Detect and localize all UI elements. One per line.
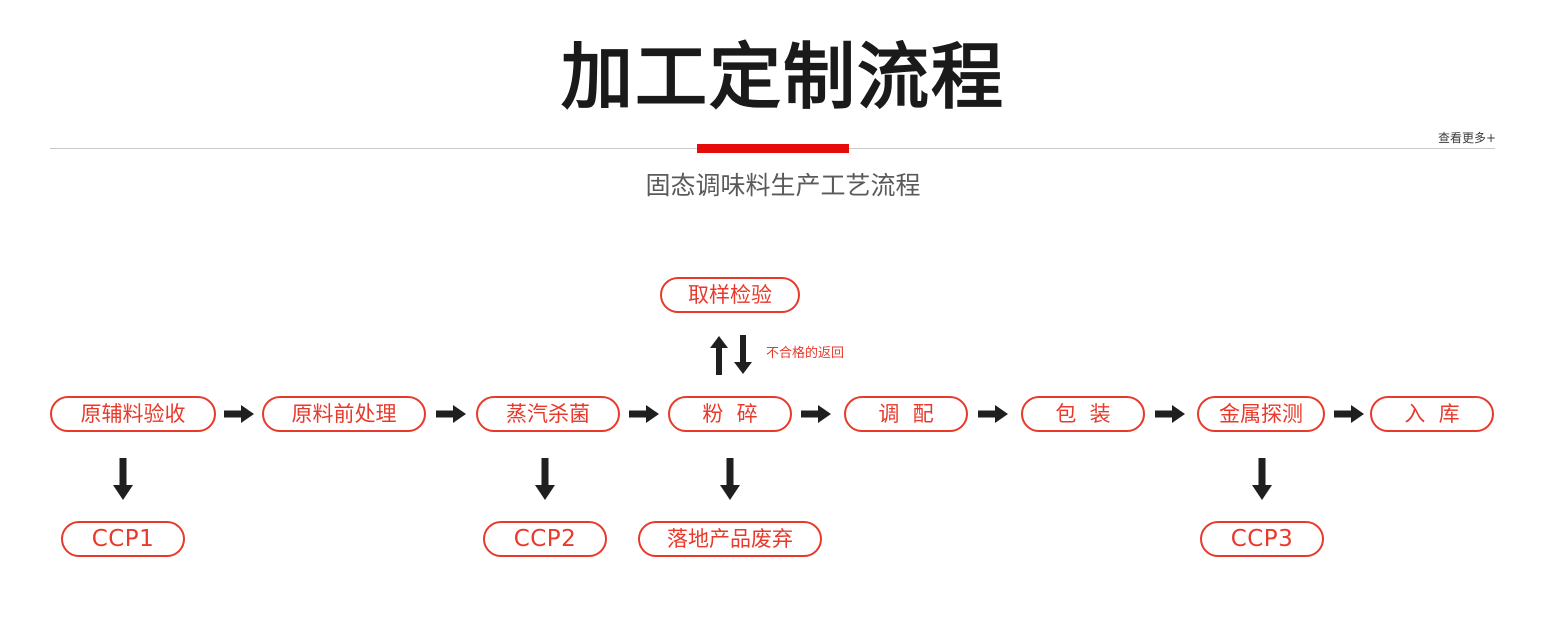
flow-node-raw-material-pretreatment[interactable]: 原料前处理	[262, 396, 426, 432]
page-subtitle: 固态调味料生产工艺流程	[645, 173, 921, 200]
arrow-n3-n4	[629, 404, 659, 424]
process-flow-diagram: 取样检验 不合格的返回 原辅料验收 原料前处理 蒸汽杀菌 粉 碎 调	[0, 215, 1566, 634]
arrow-n3-ccp2	[535, 458, 555, 500]
flow-node-grinding[interactable]: 粉 碎	[668, 396, 792, 432]
flow-node-sampling-inspection[interactable]: 取样检验	[660, 277, 800, 313]
arrow-right-icon	[801, 405, 831, 423]
flow-node-steam-sterilization[interactable]: 蒸汽杀菌	[476, 396, 620, 432]
arrow-n6-n7	[1155, 404, 1185, 424]
arrow-right-icon	[978, 405, 1008, 423]
arrow-right-icon	[1334, 405, 1364, 423]
arrow-down-icon	[720, 458, 740, 500]
flow-node-discard-dropped-product[interactable]: 落地产品废弃	[638, 521, 822, 557]
arrow-n4-n5	[801, 404, 831, 424]
arrow-n2-n3	[436, 404, 466, 424]
page-header: 加工定制流程 查看更多+ 固态调味料生产工艺流程	[0, 0, 1566, 215]
arrow-n1-n2	[224, 404, 254, 424]
flow-node-ccp3[interactable]: CCP3	[1200, 521, 1324, 557]
flow-node-metal-detection[interactable]: 金属探测	[1197, 396, 1325, 432]
header-accent-bar	[697, 144, 849, 153]
view-more-link[interactable]: 查看更多+	[1437, 131, 1496, 145]
flow-node-raw-material-acceptance[interactable]: 原辅料验收	[50, 396, 216, 432]
arrow-right-icon	[1155, 405, 1185, 423]
flow-node-warehousing[interactable]: 入 库	[1370, 396, 1494, 432]
flow-node-ccp1[interactable]: CCP1	[61, 521, 185, 557]
arrow-n5-n6	[978, 404, 1008, 424]
page-title: 加工定制流程	[560, 38, 1005, 118]
arrow-right-icon	[436, 405, 466, 423]
arrow-n4-discard	[720, 458, 740, 500]
bidirectional-arrow-sampling	[706, 335, 762, 375]
arrow-down-icon	[113, 458, 133, 500]
arrow-right-icon	[629, 405, 659, 423]
flow-node-ccp2[interactable]: CCP2	[483, 521, 607, 557]
reject-return-annotation: 不合格的返回	[766, 346, 845, 361]
arrow-n7-ccp3	[1252, 458, 1272, 500]
arrow-n1-ccp1	[113, 458, 133, 500]
flow-node-packaging[interactable]: 包 装	[1021, 396, 1145, 432]
arrow-n7-n8	[1334, 404, 1364, 424]
arrow-down-icon	[535, 458, 555, 500]
arrow-right-icon	[224, 405, 254, 423]
flow-node-blending[interactable]: 调 配	[844, 396, 968, 432]
arrow-up-down-icon	[710, 335, 752, 375]
arrow-down-icon	[1252, 458, 1272, 500]
